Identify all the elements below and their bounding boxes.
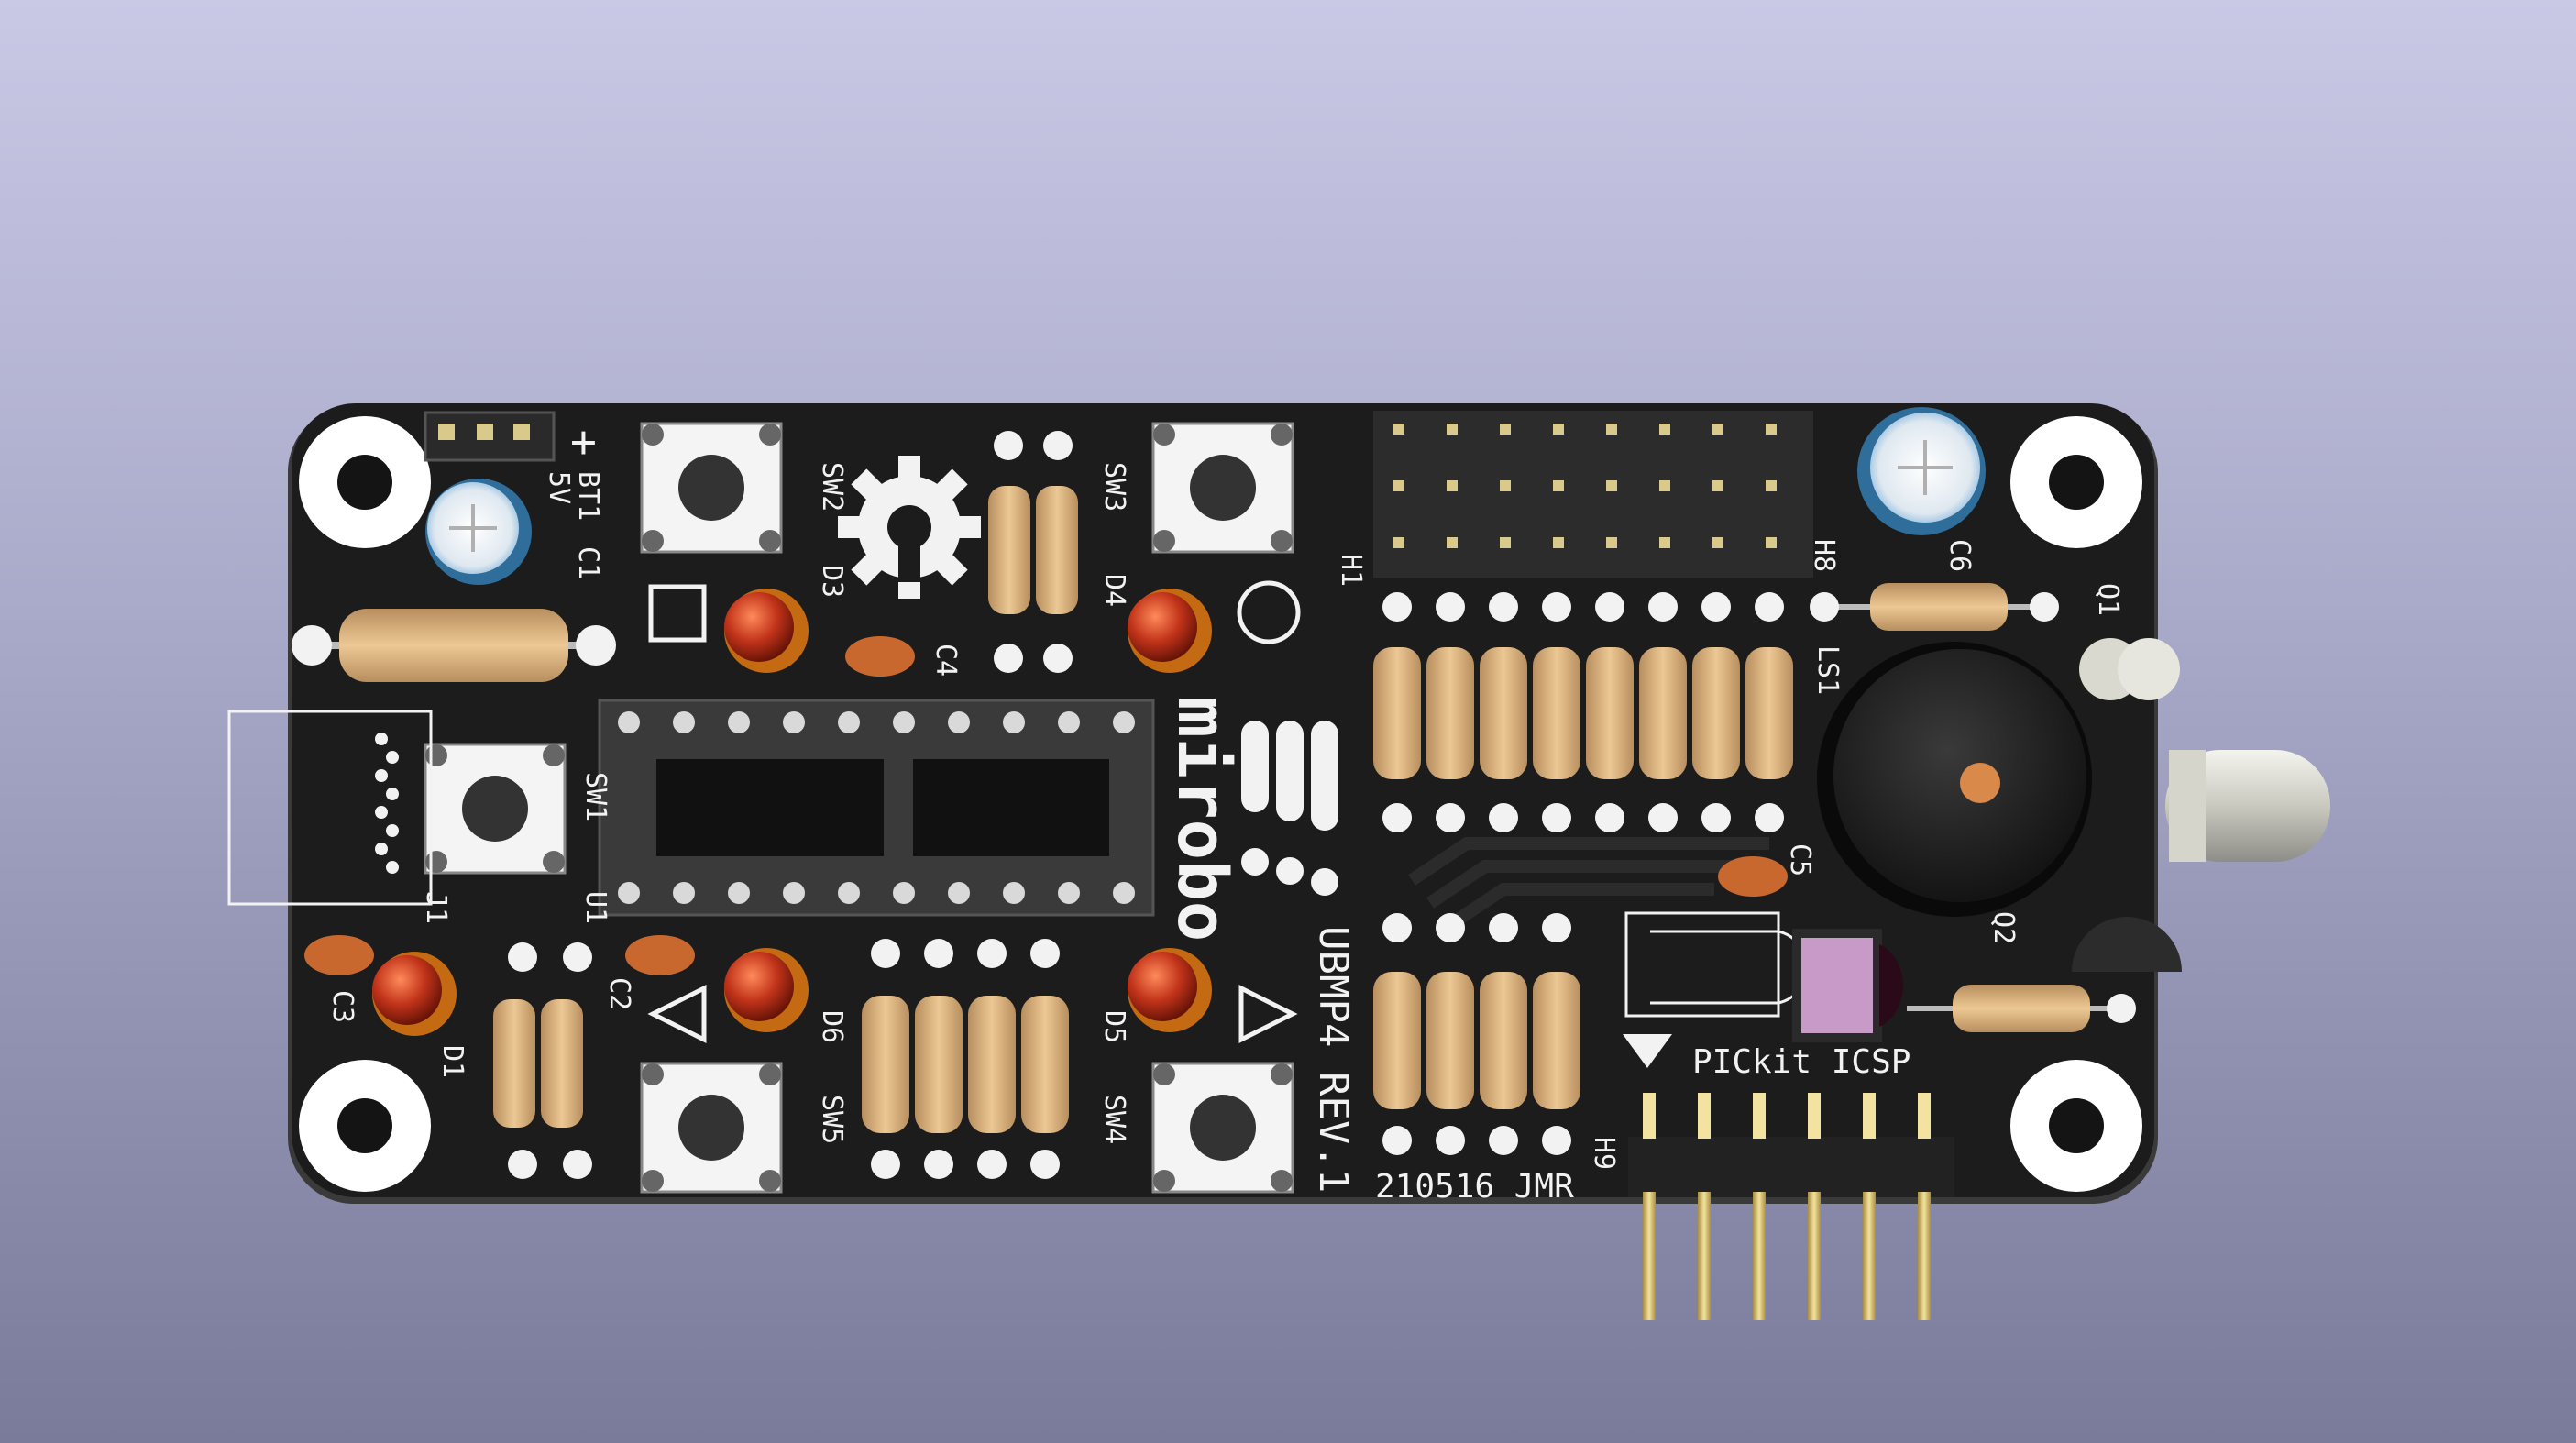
u1-dip-socket: [598, 699, 1155, 917]
circle-symbol: [1237, 580, 1301, 644]
h1-label: H1: [1335, 554, 1367, 587]
ir-receiver: [1624, 911, 1904, 1042]
ir-led-emitter: [2165, 750, 2330, 862]
sw4-label: SW4: [1098, 1095, 1130, 1144]
pin1-arrow-symbol: [1623, 1034, 1672, 1068]
sw5-pushbutton[interactable]: [640, 1062, 783, 1194]
c5-ceramic-capacitor: [1718, 856, 1788, 897]
c3-label: C3: [326, 990, 358, 1023]
q2-label: Q2: [1987, 911, 2020, 944]
mounting-hole-bottom-left: [299, 1060, 431, 1192]
ls1-label: LS1: [1811, 645, 1844, 695]
mounting-hole-bottom-right: [2010, 1060, 2142, 1192]
right-triangle-symbol: [1238, 984, 1298, 1044]
bt1-power-header[interactable]: [424, 411, 556, 462]
sw3-pushbutton[interactable]: [1151, 422, 1294, 554]
resistor-pair-bottom-left: [493, 942, 592, 1179]
left-triangle-symbol: [647, 984, 707, 1044]
h9-label: H9: [1588, 1137, 1620, 1170]
j1-usb-connector[interactable]: [227, 710, 433, 906]
h8-label: H8: [1808, 539, 1840, 572]
sw3-label: SW3: [1098, 462, 1130, 512]
ls1-buzzer: [1817, 642, 2092, 917]
c6-label: C6: [1943, 539, 1976, 572]
d4-label: D4: [1098, 574, 1130, 607]
d5-led: [1128, 948, 1212, 1032]
u1-label: U1: [579, 891, 611, 924]
board-date-label: 210516 JMR: [1375, 1168, 1574, 1206]
mounting-hole-top-left: [299, 416, 431, 548]
c4-label: C4: [930, 644, 962, 677]
bt1-plus-label: +: [570, 416, 597, 468]
sw5-label: SW5: [816, 1095, 848, 1144]
sw1-pushbutton[interactable]: [424, 743, 567, 875]
resistor-array-bottom-right: [1373, 913, 1580, 1155]
resistor-row-bottom-middle: [862, 939, 1069, 1179]
j1-label: J1: [420, 891, 452, 924]
sw1-label: SW1: [579, 772, 611, 821]
q1-transistor: [2079, 638, 2180, 700]
bt1-label: BT1: [572, 471, 604, 521]
resistor-q2: [1907, 985, 2136, 1032]
q1-label: Q1: [2092, 583, 2124, 616]
mounting-hole-top-right: [2010, 416, 2142, 548]
c3-ceramic-capacitor: [304, 935, 374, 975]
resistor-pair-top: [988, 431, 1078, 673]
gear-logo-icon: [838, 456, 981, 599]
c2-label: C2: [603, 977, 635, 1010]
d4-led: [1128, 589, 1212, 673]
d3-label: D3: [816, 565, 848, 598]
d5-label: D5: [1098, 1010, 1130, 1043]
h9-icsp-header[interactable]: [1628, 1093, 1954, 1320]
d6-led: [724, 948, 809, 1032]
d1-label: D1: [436, 1045, 468, 1078]
h1-pin-header[interactable]: [1373, 411, 1813, 578]
mirobo-logo-text: mirobo: [1162, 697, 1241, 942]
board-name-label: UBMP4 REV.1: [1310, 926, 1357, 1193]
bt1-voltage-label: 5V: [543, 471, 575, 504]
mirobo-logo-icon: [1241, 721, 1338, 896]
pickit-icsp-label: PICkit ICSP: [1692, 1043, 1910, 1081]
d6-label: D6: [816, 1010, 848, 1043]
sw2-label: SW2: [816, 462, 848, 512]
c2-ceramic-capacitor: [625, 935, 695, 975]
c1-electrolytic-capacitor: [425, 479, 532, 585]
sw2-pushbutton[interactable]: [640, 422, 783, 554]
resistor-q1: [1810, 583, 2059, 631]
c4-ceramic-capacitor: [845, 636, 915, 677]
c6-electrolytic-capacitor: [1857, 407, 1986, 535]
sw4-pushbutton[interactable]: [1151, 1062, 1294, 1194]
square-symbol: [648, 584, 707, 643]
d1-led: [372, 952, 457, 1036]
power-resistor: [292, 609, 616, 682]
d3-led: [724, 589, 809, 673]
c5-label: C5: [1784, 843, 1816, 876]
c1-label: C1: [572, 546, 604, 579]
resistor-array-top-right: [1373, 592, 1793, 832]
q2-transistor: [2072, 917, 2182, 972]
